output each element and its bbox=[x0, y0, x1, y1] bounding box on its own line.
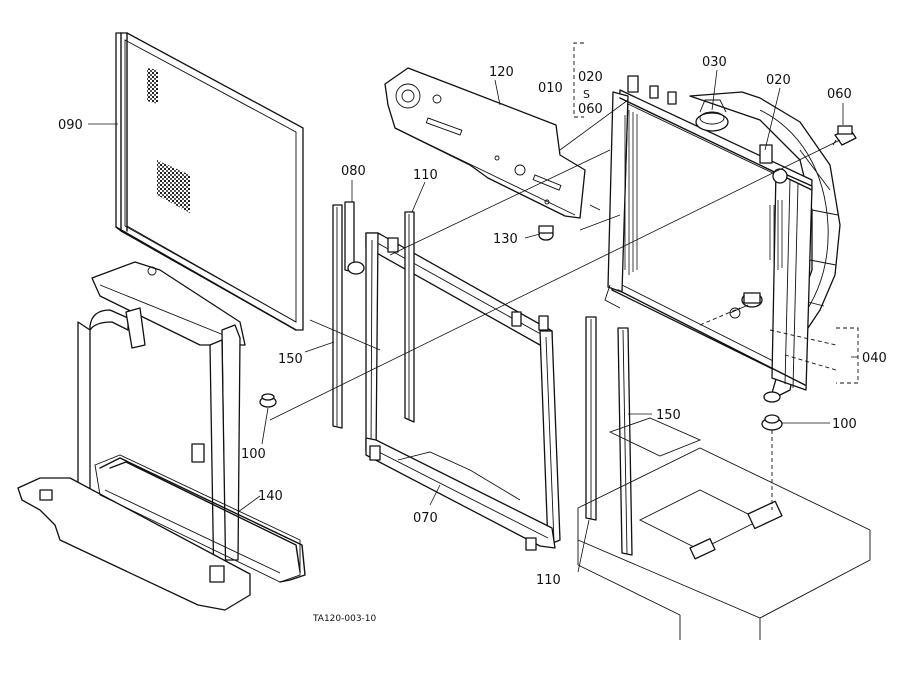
label-100-left: 100 bbox=[241, 447, 266, 462]
label-040: 040 bbox=[862, 351, 887, 366]
label-080: 080 bbox=[341, 164, 366, 179]
bolt-060 bbox=[832, 125, 857, 146]
frame-070 bbox=[365, 232, 561, 551]
radiator-assembly-010 bbox=[604, 75, 841, 401]
seal-080 bbox=[344, 201, 365, 275]
seal-110-right bbox=[585, 316, 597, 521]
machine-base bbox=[577, 417, 871, 640]
support-frame-140 bbox=[17, 261, 306, 611]
label-130: 130 bbox=[493, 232, 518, 247]
seal-150-left bbox=[332, 204, 343, 429]
label-120: 120 bbox=[489, 65, 514, 80]
label-030: 030 bbox=[702, 55, 727, 70]
label-150-left: 150 bbox=[278, 352, 303, 367]
grommet-100-right bbox=[761, 391, 783, 431]
label-140: 140 bbox=[258, 489, 283, 504]
figure-caption: TA120-003-10 bbox=[312, 614, 377, 624]
label-070: 070 bbox=[413, 511, 438, 526]
seal-110-left bbox=[404, 211, 415, 423]
label-060-range-end: 060 bbox=[578, 102, 603, 117]
label-060: 060 bbox=[827, 87, 852, 102]
leader-lines bbox=[88, 69, 858, 573]
range-mark: S bbox=[583, 88, 590, 101]
label-020-range-start: 020 bbox=[578, 70, 603, 85]
clip-130 bbox=[538, 225, 554, 241]
dashed-callout-boxes bbox=[573, 42, 859, 510]
label-110-bottom: 110 bbox=[536, 573, 561, 588]
label-110-top: 110 bbox=[413, 168, 438, 183]
label-020: 020 bbox=[766, 73, 791, 88]
label-090: 090 bbox=[58, 118, 83, 133]
screen-090 bbox=[115, 32, 304, 331]
grommet-100-left bbox=[259, 393, 277, 408]
shroud-panel-120 bbox=[384, 67, 601, 219]
label-100-right: 100 bbox=[832, 417, 857, 432]
label-010: 010 bbox=[538, 81, 563, 96]
part-labels: 090 120 010 020 S 060 030 020 060 080 11… bbox=[58, 55, 887, 588]
label-150-right: 150 bbox=[656, 408, 681, 423]
seal-150-right bbox=[617, 327, 633, 556]
